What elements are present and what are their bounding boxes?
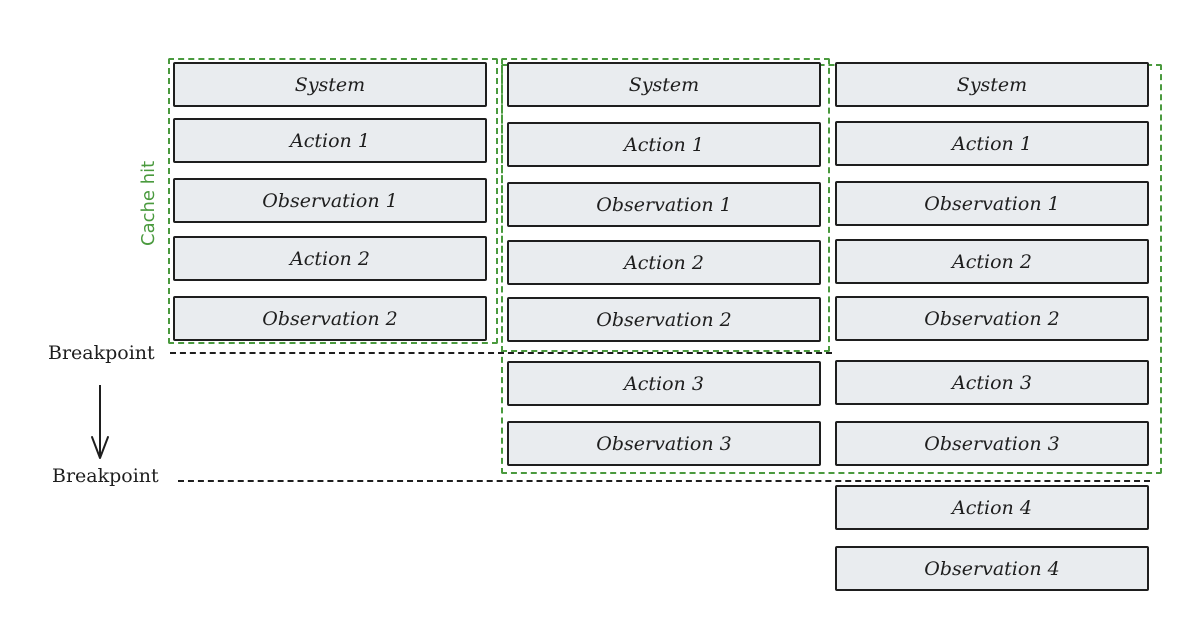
column-2-system-box: System	[507, 62, 821, 107]
column-3-action-2-box: Action 2	[835, 239, 1149, 284]
cache-hit-frame-1	[168, 58, 498, 344]
column-2-observation-2-box: Observation 2	[507, 297, 821, 342]
column-3-action-4-box: Action 4	[835, 485, 1149, 530]
column-1-system-box: System	[173, 62, 487, 107]
column-2-observation-3-box: Observation 3	[507, 421, 821, 466]
down-arrow-icon	[91, 385, 109, 459]
breakpoint-line-2	[178, 480, 1150, 482]
column-1-observation-1-box: Observation 1	[173, 178, 487, 223]
column-1-action-2-box: Action 2	[173, 236, 487, 281]
cache-hit-label: Cache hit	[138, 160, 159, 246]
breakpoint-label-1: Breakpoint	[48, 342, 155, 364]
column-3-observation-4-box: Observation 4	[835, 546, 1149, 591]
column-2-action-2-box: Action 2	[507, 240, 821, 285]
column-1-observation-2-box: Observation 2	[173, 296, 487, 341]
column-3-action-1-box: Action 1	[835, 121, 1149, 166]
column-3-system-box: System	[835, 62, 1149, 107]
column-2-action-1-box: Action 1	[507, 122, 821, 167]
cache-hit-frame-3	[501, 64, 1162, 474]
column-3-observation-1-box: Observation 1	[835, 181, 1149, 226]
breakpoint-line-1	[170, 352, 832, 354]
column-3-observation-2-box: Observation 2	[835, 296, 1149, 341]
breakpoint-label-2: Breakpoint	[52, 465, 159, 487]
column-3-action-3-box: Action 3	[835, 360, 1149, 405]
column-1-action-1-box: Action 1	[173, 118, 487, 163]
column-3-observation-3-box: Observation 3	[835, 421, 1149, 466]
column-2-action-3-box: Action 3	[507, 361, 821, 406]
column-2-observation-1-box: Observation 1	[507, 182, 821, 227]
